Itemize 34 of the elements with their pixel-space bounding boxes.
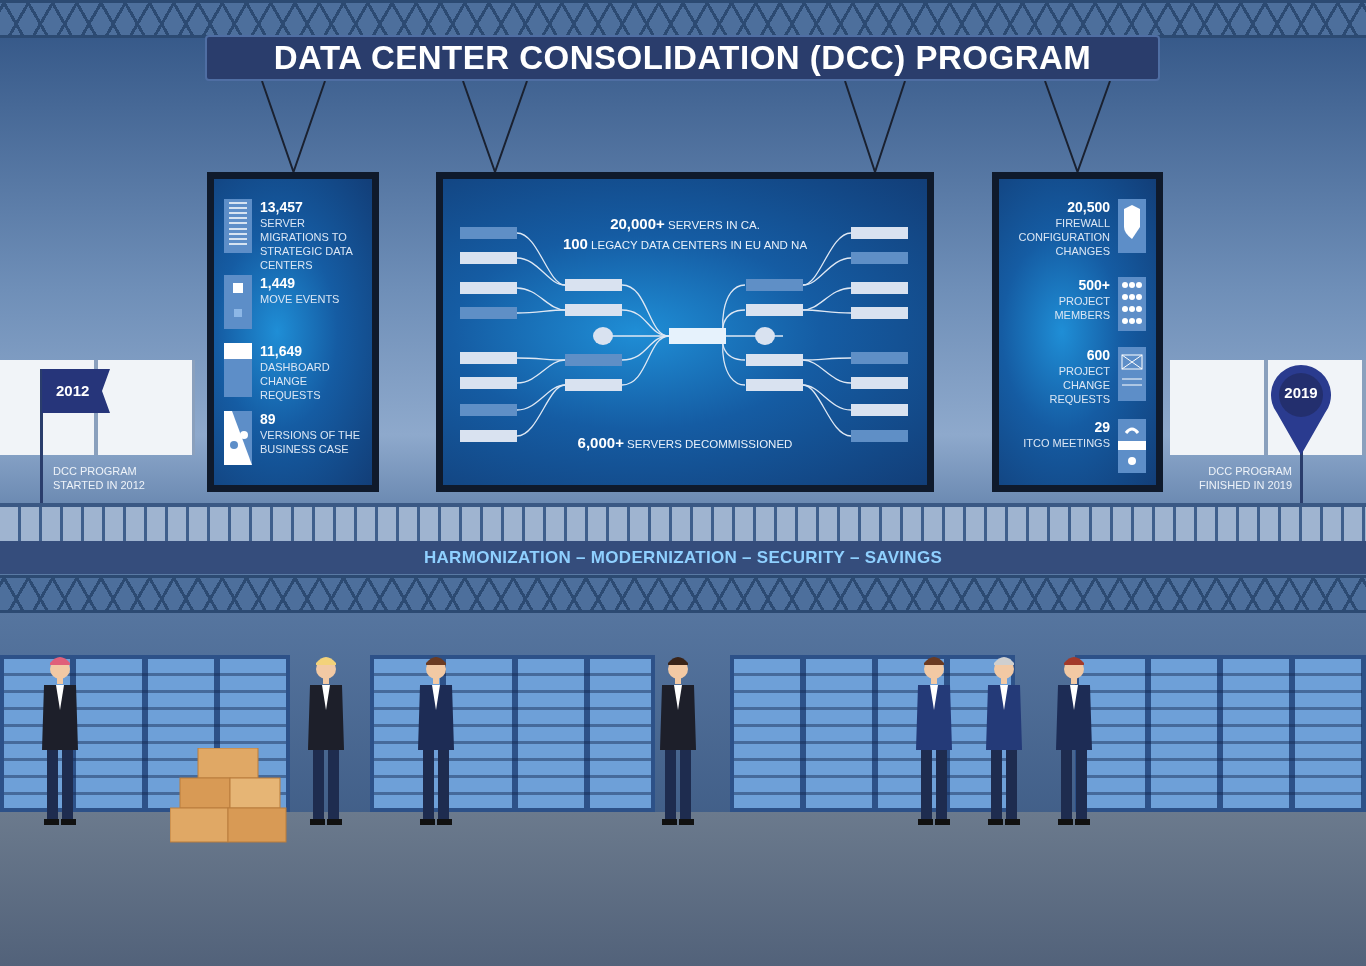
stat-number: 29 (1093, 419, 1110, 436)
title-banner (205, 35, 1160, 81)
hanging-cable (844, 80, 906, 173)
stat-description: PROJECT CHANGE REQUESTS (1048, 364, 1110, 406)
stat-description: DASHBOARD CHANGE REQUESTS (260, 360, 331, 402)
stat-number: 11,649 (260, 343, 304, 360)
stat-number: 1,449 (260, 275, 297, 292)
milestone-caption: DCC PROGRAM STARTED IN 2012 (53, 464, 146, 492)
display-screen (436, 172, 934, 492)
stat-number: 600 (1085, 347, 1110, 364)
stat-text: 6,000+ SERVERS DECOMMISSIONED (577, 438, 793, 450)
stat-description: FIREWALL CONFIGURATION CHANGES (1017, 216, 1110, 258)
slogan-text: HARMONIZATION – MODERNIZATION – SECURITY – SAVINGS (423, 547, 943, 568)
hanging-cable (462, 80, 528, 173)
stat-number: 89 (260, 411, 277, 428)
display-screen (207, 172, 379, 492)
hanging-cable (261, 80, 326, 173)
stat-description: ITCO MEETINGS (1022, 436, 1110, 450)
title-text: DATA CENTER CONSOLIDATION (DCC) PROGRAM (273, 39, 1092, 77)
stat-description: VERSIONS OF THE BUSINESS CASE (260, 428, 362, 456)
slogan-banner (0, 541, 1366, 574)
stat-text: 100 LEGACY DATA CENTERS IN EU AND NA (562, 239, 808, 251)
stat-description: SERVER MIGRATIONS TO STRATEGIC DATA CENTERS (260, 216, 354, 272)
year-label: 2012 (56, 382, 90, 399)
hanging-cable (1044, 80, 1111, 173)
display-screen (992, 172, 1163, 492)
stat-number: 13,457 (260, 199, 304, 216)
stat-text: 20,000+ SERVERS IN CA. (610, 219, 760, 231)
milestone-caption: DCC PROGRAM FINISHED IN 2019 (1198, 464, 1292, 492)
year-label: 2019 (1283, 384, 1319, 401)
stat-description: MOVE EVENTS (260, 292, 341, 306)
stat-description: PROJECT MEMBERS (1053, 294, 1110, 322)
stat-number: 20,500 (1066, 199, 1110, 216)
stat-number: 500+ (1077, 277, 1110, 294)
